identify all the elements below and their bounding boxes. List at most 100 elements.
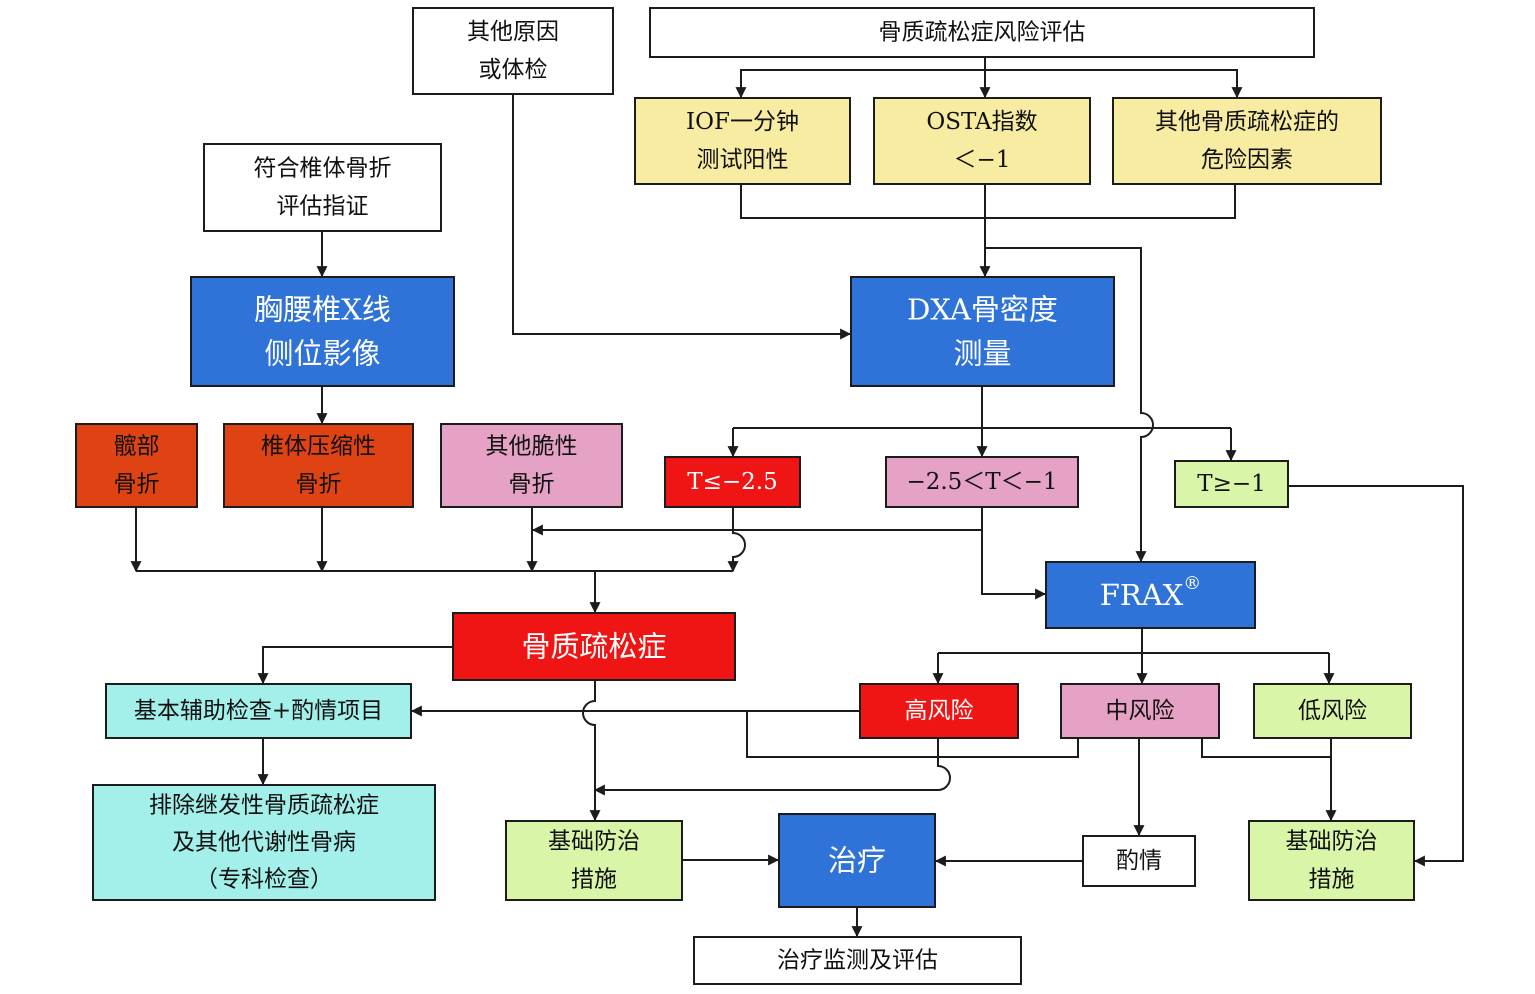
node-hip-fracture-line-2: 骨折 <box>114 472 160 498</box>
node-basic-prevention-left-line-2: 措施 <box>571 867 617 893</box>
connector-26 <box>257 646 453 685</box>
node-t-mid: −2.5＜T＜−1 <box>885 456 1079 508</box>
node-t-mid-line-1: −2.5＜T＜−1 <box>906 469 1057 495</box>
node-basic-prevention-right-line-1: 基础防治 <box>1286 829 1378 855</box>
node-hip-fracture-line-1: 髋部 <box>114 434 160 460</box>
node-mid-risk-box <box>1060 683 1220 739</box>
node-basic-tests: 基本辅助检查+酌情项目 <box>105 683 412 739</box>
connector-37 <box>1201 738 1331 758</box>
node-vertebral-indication-line-2: 评估指证 <box>277 194 369 220</box>
node-t-mid-box <box>885 456 1079 508</box>
node-osta: OSTA指数＜−1 <box>873 97 1091 185</box>
connector-24 <box>981 530 1047 600</box>
node-frax-label-sup: ® <box>1183 573 1201 594</box>
node-t-high-line-1: T≥−1 <box>1197 471 1266 497</box>
node-other-cause-line-2: 或体检 <box>479 57 548 83</box>
node-basic-prevention-right-box <box>1248 820 1415 901</box>
node-vertebral-fracture-line-2: 骨折 <box>296 472 342 498</box>
node-osteoporosis-line-1: 骨质疏松症 <box>521 630 666 664</box>
node-other-risk-line-1: 其他骨质疏松症的 <box>1155 109 1339 135</box>
node-as-needed-box <box>1082 835 1196 887</box>
node-hip-fracture-box <box>75 423 198 508</box>
node-frax: FRAX® <box>1045 561 1256 629</box>
node-mid-risk: 中风险 <box>1060 683 1220 739</box>
node-low-risk-box <box>1253 683 1412 739</box>
connector-9 <box>512 94 852 340</box>
node-vertebral-fracture-box <box>223 423 414 508</box>
node-low-risk-line-1: 低风险 <box>1298 698 1367 724</box>
node-osta-line-2: ＜−1 <box>954 147 1011 173</box>
connector-2 <box>740 69 1238 80</box>
connector-23 <box>531 507 983 536</box>
node-exclude-secondary-line-3: （专科检查） <box>195 867 333 893</box>
node-t-high: T≥−1 <box>1174 460 1289 508</box>
node-xray-line-2: 侧位影像 <box>264 337 380 371</box>
node-high-risk: 高风险 <box>859 683 1019 739</box>
node-risk-eval-line-1: 骨质疏松症风险评估 <box>879 20 1086 46</box>
node-vertebral-indication-box <box>203 143 442 232</box>
node-basic-prevention-right-line-2: 措施 <box>1309 867 1355 893</box>
node-xray-box <box>190 276 455 387</box>
node-t-low: T≤−2.5 <box>664 456 801 508</box>
node-basic-prevention-left-line-1: 基础防治 <box>548 829 640 855</box>
node-high-risk-line-1: 高风险 <box>905 698 974 724</box>
node-low-risk: 低风险 <box>1253 683 1412 739</box>
node-exclude-secondary-line-1: 排除继发性骨质疏松症 <box>149 793 379 819</box>
node-exclude-secondary-line-2: 及其他代谢性骨病 <box>172 830 356 856</box>
node-other-fragility-line-2: 骨折 <box>509 472 555 498</box>
node-exclude-secondary-box <box>92 784 436 901</box>
node-mid-risk-line-1: 中风险 <box>1106 698 1175 724</box>
node-osta-box <box>873 97 1091 185</box>
node-high-risk-box <box>859 683 1019 739</box>
node-iof-line-2: 测试阳性 <box>697 147 789 173</box>
node-other-cause-box <box>412 7 614 95</box>
node-vertebral-indication-line-1: 符合椎体骨折 <box>254 156 392 182</box>
node-xray-line-1: 胸腰椎X线 <box>254 293 391 327</box>
node-frax-label: FRAX® <box>1100 573 1202 613</box>
node-other-fragility-line-1: 其他脆性 <box>486 434 578 460</box>
connector-27 <box>582 680 601 822</box>
node-other-fragility-box <box>440 423 623 508</box>
node-other-cause-line-1: 其他原因 <box>467 19 559 45</box>
node-osteoporosis-box <box>452 612 736 681</box>
node-iof-box <box>634 97 851 185</box>
connector-25 <box>1288 485 1464 867</box>
node-frax-box <box>1045 561 1256 629</box>
node-as-needed-line-1: 酌情 <box>1116 848 1162 874</box>
node-t-low-box <box>664 456 801 508</box>
node-t-high-box <box>1174 460 1289 508</box>
node-monitoring-line-1: 治疗监测及评估 <box>777 948 938 974</box>
connectors <box>130 57 1464 938</box>
node-risk-eval: 骨质疏松症风险评估 <box>649 7 1315 58</box>
connector-30 <box>593 738 951 796</box>
node-basic-prevention-left-box <box>505 820 683 901</box>
node-dxa-line-2: 测量 <box>953 337 1011 371</box>
connector-8 <box>985 247 1154 563</box>
node-dxa-line-1: DXA骨密度 <box>907 293 1058 327</box>
connector-6 <box>740 184 1236 219</box>
connector-21 <box>727 507 746 573</box>
node-basic-tests-box <box>105 683 412 739</box>
node-frax-label-main: FRAX <box>1100 578 1184 612</box>
node-monitoring-box <box>693 936 1022 985</box>
node-t-low-line-1: T≤−2.5 <box>687 469 777 495</box>
node-dxa-box <box>850 276 1115 387</box>
nodes: 其他原因或体检骨质疏松症风险评估IOF一分钟测试阳性OSTA指数＜−1其他骨质疏… <box>75 7 1415 985</box>
node-risk-eval-box <box>649 7 1315 58</box>
node-other-risk-line-2: 危险因素 <box>1201 147 1293 173</box>
node-other-risk-box <box>1112 97 1382 185</box>
node-iof-line-1: IOF一分钟 <box>686 109 799 135</box>
node-basic-tests-line-1: 基本辅助检查+酌情项目 <box>134 698 383 724</box>
connector-29 <box>746 710 1079 758</box>
node-treatment-box <box>778 813 936 908</box>
